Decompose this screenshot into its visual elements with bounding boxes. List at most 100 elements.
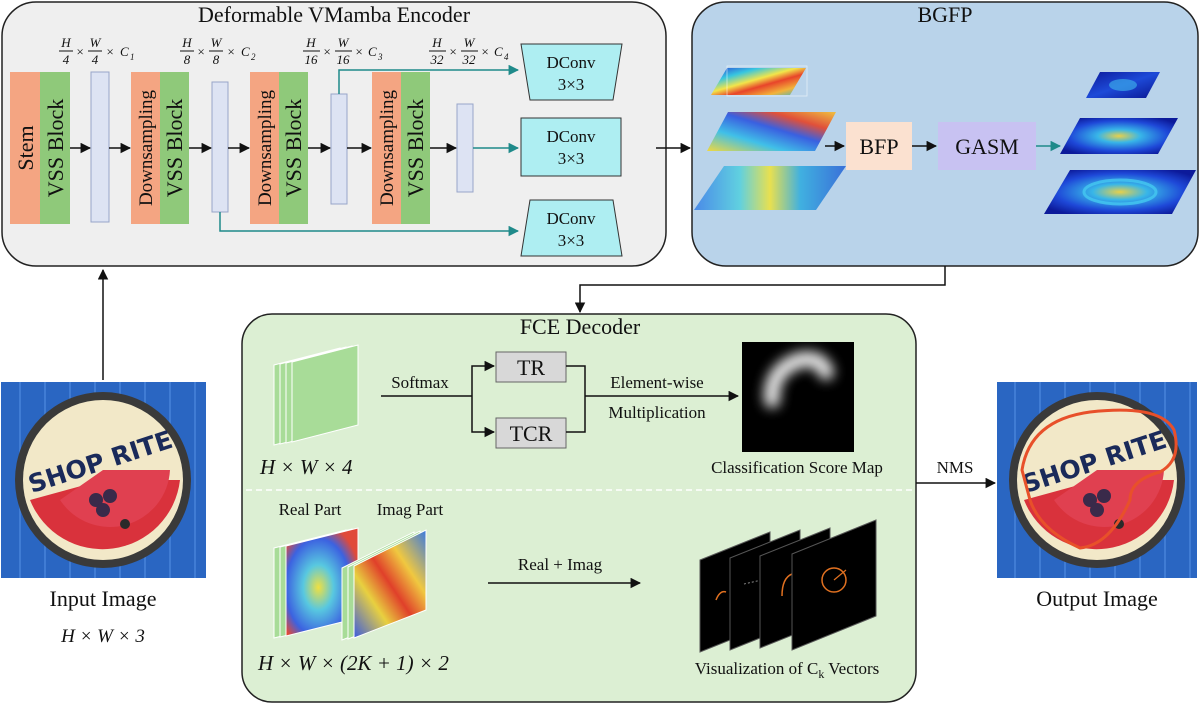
imag-part-label: Imag Part [377,500,444,519]
svg-text:C: C [368,44,377,59]
dconv-bottom: DConv 3×3 [520,199,623,257]
svg-text:DConv: DConv [546,127,596,146]
svg-text:×: × [227,44,236,59]
decoder-panel: FCE Decoder H × W × 4 Softmax TR TCR Ele… [241,313,917,703]
svg-text:H: H [181,35,192,50]
svg-text:4: 4 [63,52,70,67]
dim-label-3: H 16 × W 16 × C 3 [303,35,383,67]
svg-text:W: W [90,35,102,50]
bgfp-input-heatmap-medium [707,112,836,151]
bgfp-output-heatmap-medium [1060,118,1178,154]
dim-label-1: H 4 × W 4 × C 1 [59,35,135,67]
bfp-label: BFP [859,134,898,159]
arrow-to-tr [471,360,496,396]
tcr-label: TCR [510,421,553,446]
bgfp-title: BGFP [917,2,972,27]
input-image: SHOP RITE [1,382,206,578]
vss-block-3 [279,72,308,224]
downsampling-block-3 [372,72,401,224]
visualization-label: Visualization of Ck Vectors [695,659,880,681]
stem-block [10,72,40,224]
arrow-fm2-dconv-bottom [219,212,520,237]
encoder-panel: Deformable VMamba Encoder H 4 × W 4 × C … [1,1,667,267]
svg-text:16: 16 [305,52,319,67]
svg-text:H: H [60,35,71,50]
score-map-label: Classification Score Map [711,458,883,477]
svg-text:H: H [305,35,316,50]
svg-text:8: 8 [213,52,220,67]
dim-label-2: H 8 × W 8 × C 2 [180,35,256,67]
tcr-block [495,417,567,449]
svg-text:8: 8 [184,52,191,67]
svg-text:4: 4 [92,52,99,67]
regression-dim: H × W × (2K + 1) × 2 [257,651,449,675]
input-image-group: SHOP RITE Input Image H × W × 3 [1,268,206,647]
bgfp-input-heatmap-large [694,166,846,210]
tr-label: TR [517,355,545,380]
bfp-block [846,122,912,170]
merge-tr [566,365,586,396]
output-image-label: Output Image [1036,586,1158,611]
softmax-label: Softmax [391,373,449,392]
dim-label-4: H 32 × W 32 × C 4 [429,35,509,67]
svg-text:C: C [120,44,129,59]
vss-block-2-label: VSS Block [162,99,187,197]
real-part-label: Real Part [279,500,342,519]
svg-text:32: 32 [462,52,477,67]
arrow-to-tcr [471,396,496,438]
gasm-label: GASM [955,134,1019,159]
stem-label: Stem [13,125,38,170]
svg-text:H: H [431,35,442,50]
element-wise-label: Element-wise [610,373,703,392]
gasm-block [938,122,1036,170]
svg-text:DConv: DConv [546,209,596,228]
feature-map-1 [90,71,110,223]
svg-text:4: 4 [504,52,509,62]
svg-text:×: × [76,44,85,59]
output-image: SHOP RITE [997,382,1197,578]
classification-score-map [742,342,854,452]
input-image-label: Input Image [50,586,157,611]
classification-feature-stack [273,344,359,446]
vss-block-4 [401,72,430,224]
downsampling-2-label: Downsampling [255,89,276,206]
svg-text:C: C [494,44,503,59]
nms-label: NMS [937,458,974,477]
output-image-group: SHOP RITE Output Image [997,382,1197,611]
dconv-middle: DConv 3×3 [520,117,622,177]
downsampling-1-label: Downsampling [136,89,157,206]
feature-map-2 [211,81,229,213]
dconv-top: DConv 3×3 [520,43,623,101]
real-part-stack [273,527,359,639]
svg-text:3×3: 3×3 [558,231,585,250]
svg-text:C: C [241,44,250,59]
svg-text:×: × [355,44,364,59]
svg-text:W: W [338,35,350,50]
svg-text:1: 1 [130,52,135,62]
bgfp-panel: BGFP BFP GASM [691,1,1199,267]
svg-text:3×3: 3×3 [558,149,585,168]
arrow-bgfp-decoder [574,266,946,314]
bgfp-output-heatmap-large [1044,170,1196,214]
svg-text:32: 32 [430,52,445,67]
downsampling-block-1 [131,72,160,224]
bgfp-input-heatmap-small [711,68,806,95]
svg-text:3×3: 3×3 [558,75,585,94]
svg-text:W: W [211,35,223,50]
svg-text:3: 3 [377,52,383,62]
svg-text:×: × [323,44,332,59]
svg-text:16: 16 [337,52,351,67]
vss-block-3-label: VSS Block [281,99,306,197]
downsampling-block-2 [250,72,279,224]
svg-text:×: × [481,44,490,59]
real-plus-imag-label: Real + Imag [518,555,603,574]
multiplication-label: Multiplication [608,403,706,422]
detection-outline [1020,408,1178,550]
arrow-fm3-dconv-top [338,64,520,94]
tr-block [495,351,567,383]
svg-text:W: W [464,35,476,50]
classification-dim: H × W × 4 [259,455,353,479]
vss-block-1-label: VSS Block [43,99,68,197]
merge-tcr [566,396,586,433]
